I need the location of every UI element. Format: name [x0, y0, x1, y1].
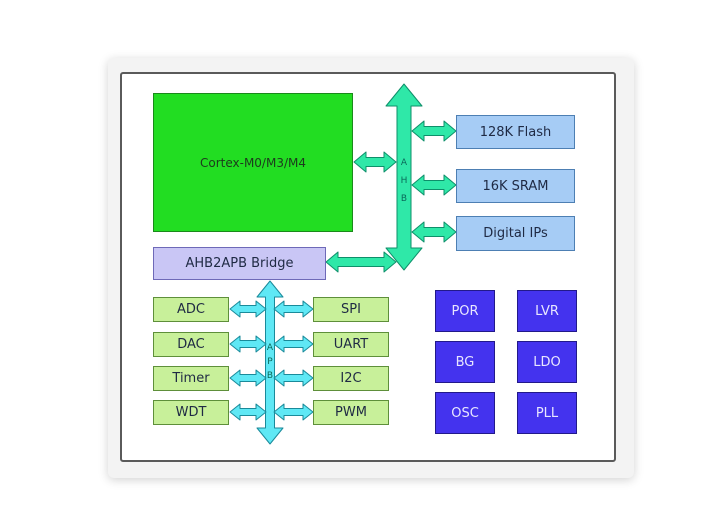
cpu-block: Cortex-M0/M3/M4 [153, 93, 353, 232]
lvr-block: LVR [517, 290, 577, 332]
por-block: POR [435, 290, 495, 332]
apb-left-arrow-3 [229, 369, 267, 387]
flash-block: 128K Flash [456, 115, 575, 149]
uart-label: UART [333, 337, 369, 352]
adc-label: ADC [177, 302, 205, 317]
bg-label: BG [455, 354, 475, 370]
lvr-label: LVR [535, 303, 559, 319]
ahb-bus-letter: H [401, 176, 408, 186]
digital-ips-block: Digital IPs [456, 216, 575, 251]
ldo-label: LDO [533, 354, 561, 370]
dac-label: DAC [177, 337, 205, 352]
bridge-ahb-arrow [325, 251, 397, 273]
osc-label: OSC [451, 405, 479, 421]
pll-label: PLL [535, 405, 559, 421]
flash-label: 128K Flash [479, 124, 552, 140]
sram-ahb-arrow [411, 174, 457, 196]
digital-ips-label: Digital IPs [483, 226, 548, 241]
osc-block: OSC [435, 392, 495, 434]
pwm-label: PWM [335, 405, 367, 420]
ahb-bus-letter: B [401, 194, 407, 204]
cpu-label: Cortex-M0/M3/M4 [199, 155, 306, 170]
apb-left-arrow-4 [229, 403, 267, 421]
wdt-block: WDT [153, 400, 229, 425]
apb-bus-letter: B [267, 371, 273, 381]
apb-left-arrow-1 [229, 300, 267, 318]
ahb2apb-bridge-block: AHB2APB Bridge [153, 247, 326, 280]
pll-block: PLL [517, 392, 577, 434]
sram-block: 16K SRAM [456, 169, 575, 203]
spi-block: SPI [313, 297, 389, 322]
apb-left-arrow-2 [229, 335, 267, 353]
adc-block: ADC [153, 297, 229, 322]
uart-block: UART [313, 332, 389, 357]
apb-bus-letter: A [267, 343, 274, 353]
sram-label: 16K SRAM [482, 178, 549, 194]
apb-right-arrow-4 [273, 403, 314, 421]
bridge-label: AHB2APB Bridge [185, 256, 294, 271]
dac-block: DAC [153, 332, 229, 357]
por-label: POR [451, 303, 479, 319]
timer-block: Timer [153, 366, 229, 391]
ahb-bus-arrow [385, 83, 423, 271]
apb-right-arrow-3 [273, 369, 314, 387]
wdt-label: WDT [175, 405, 207, 420]
digital-ips-ahb-arrow [411, 221, 457, 243]
apb-bus-letter: P [267, 357, 273, 367]
cpu-ahb-arrow [353, 151, 397, 173]
i2c-label: I2C [340, 371, 362, 386]
ldo-block: LDO [517, 341, 577, 383]
pwm-block: PWM [313, 400, 389, 425]
spi-label: SPI [341, 302, 361, 317]
bg-block: BG [435, 341, 495, 383]
timer-label: Timer [172, 371, 210, 386]
i2c-block: I2C [313, 366, 389, 391]
apb-bus-arrow [256, 280, 284, 445]
apb-right-arrow-1 [273, 300, 314, 318]
ahb-bus-letter: A [401, 158, 408, 168]
flash-ahb-arrow [411, 120, 457, 142]
apb-right-arrow-2 [273, 335, 314, 353]
